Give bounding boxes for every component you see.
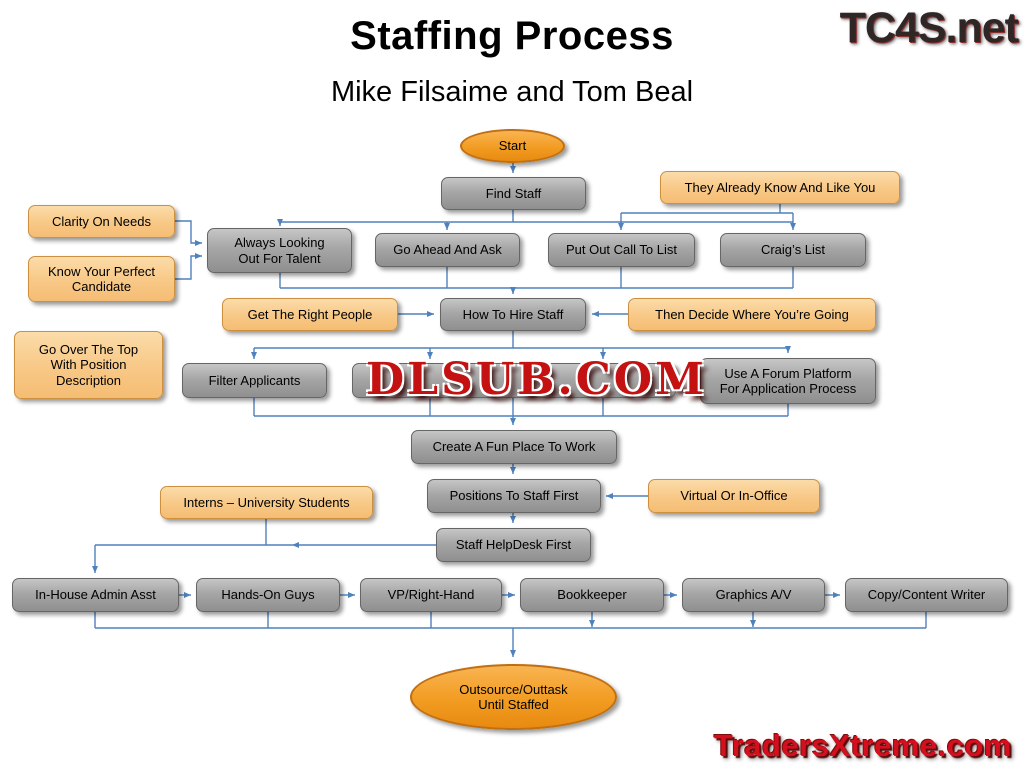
node-how-to-hire-staff: How To Hire Staff [440, 298, 586, 331]
node-positions-to-staff-first: Positions To Staff First [427, 479, 601, 513]
node-clarity-on-needs: Clarity On Needs [28, 205, 175, 238]
node-go-ahead-and-ask: Go Ahead And Ask [375, 233, 520, 267]
node-hands-on-guys: Hands-On Guys [196, 578, 340, 612]
node-craigs-list: Craig’s List [720, 233, 866, 267]
node-bookkeeper: Bookkeeper [520, 578, 664, 612]
page-title: Staffing Process [350, 14, 674, 58]
node-covered-by-watermark [352, 363, 676, 398]
node-in-house-admin-asst: In-House Admin Asst [12, 578, 179, 612]
node-always-looking-for-talent: Always Looking Out For Talent [207, 228, 352, 273]
node-vp-right-hand: VP/Right-Hand [360, 578, 502, 612]
node-copy-content-writer: Copy/Content Writer [845, 578, 1008, 612]
node-use-forum-platform: Use A Forum Platform For Application Pro… [700, 358, 876, 404]
node-start: Start [460, 129, 565, 163]
node-virtual-or-in-office: Virtual Or In-Office [648, 479, 820, 513]
node-filter-applicants: Filter Applicants [182, 363, 327, 398]
node-staff-helpdesk-first: Staff HelpDesk First [436, 528, 591, 562]
node-find-staff: Find Staff [441, 177, 586, 210]
node-know-your-perfect-candidate: Know Your Perfect Candidate [28, 256, 175, 302]
node-outsource-until-staffed: Outsource/Outtask Until Staffed [410, 664, 617, 730]
node-put-out-call-to-list: Put Out Call To List [548, 233, 695, 267]
node-interns-university-students: Interns – University Students [160, 486, 373, 519]
page-subtitle: Mike Filsaime and Tom Beal [330, 76, 694, 108]
node-graphics-av: Graphics A/V [682, 578, 825, 612]
node-go-over-the-top: Go Over The Top With Position Descriptio… [14, 331, 163, 399]
node-get-the-right-people: Get The Right People [222, 298, 398, 331]
watermark-tradersxtreme-com: TradersXtreme.com [714, 728, 1012, 763]
node-create-fun-place: Create A Fun Place To Work [411, 430, 617, 464]
node-they-already-know: They Already Know And Like You [660, 171, 900, 204]
node-then-decide-where-going: Then Decide Where You’re Going [628, 298, 876, 331]
